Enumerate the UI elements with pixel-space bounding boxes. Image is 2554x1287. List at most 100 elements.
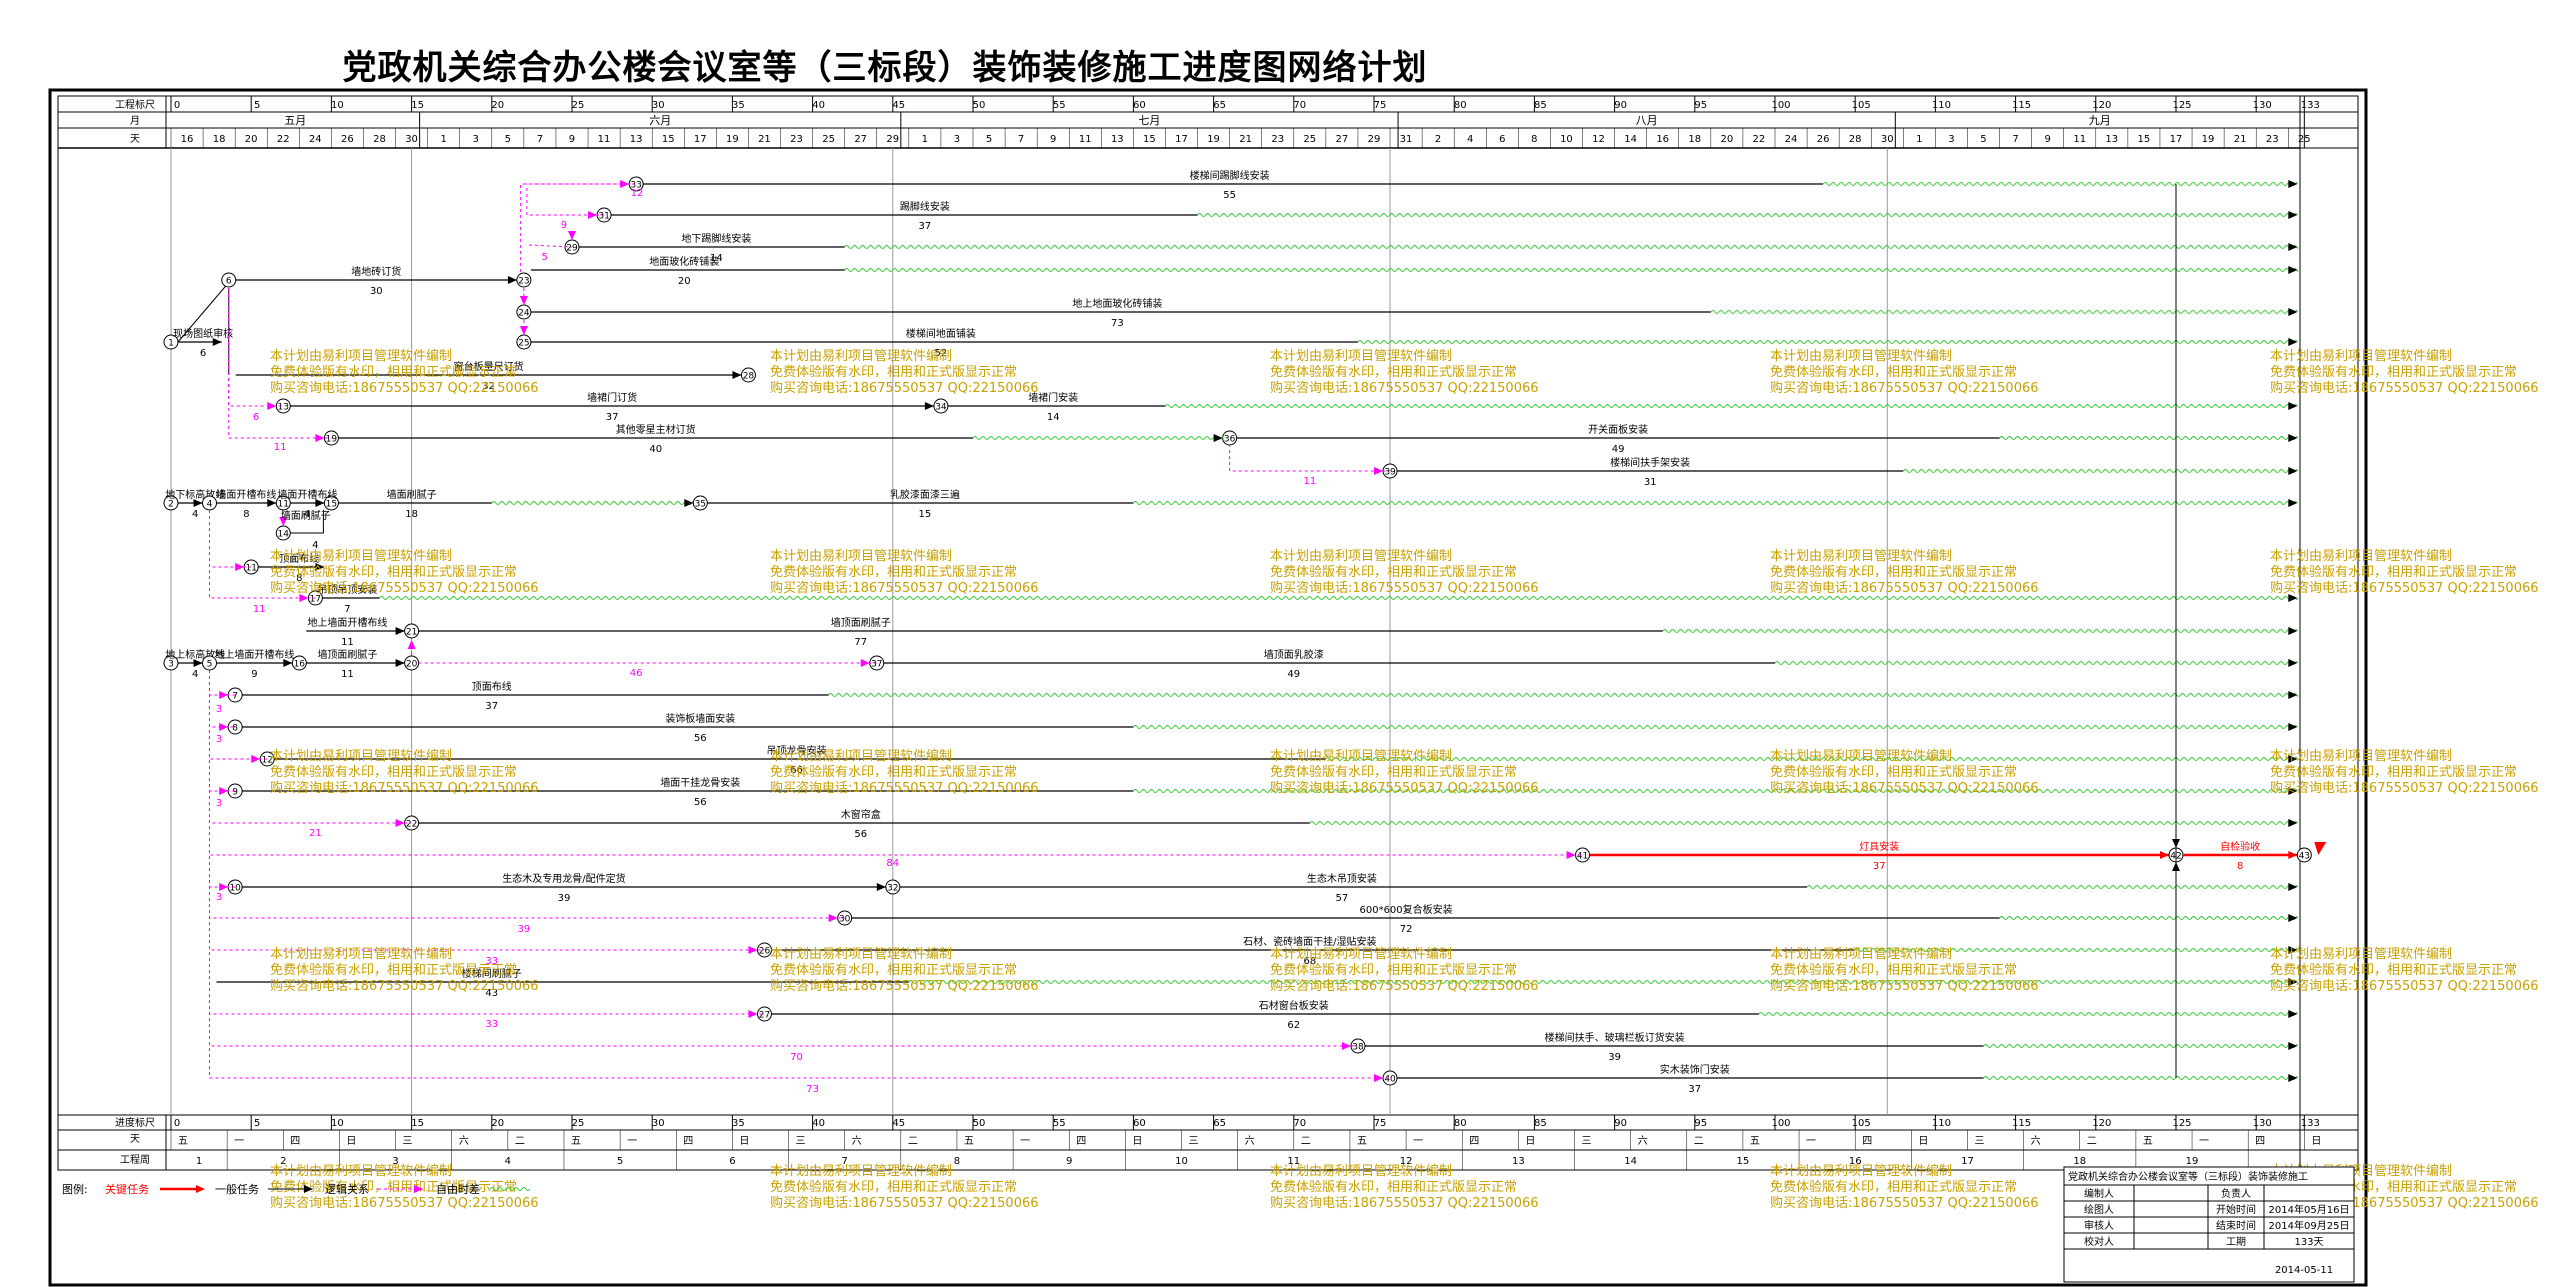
arrow-head bbox=[219, 883, 229, 891]
weekday-cell: 一 bbox=[1806, 1136, 1816, 1147]
weekday-cell: 日 bbox=[739, 1136, 749, 1147]
day-cell: 15 bbox=[662, 134, 675, 145]
arrow-head bbox=[2288, 1074, 2298, 1082]
activity-duration: 39 bbox=[1608, 1052, 1621, 1063]
day-cell: 20 bbox=[245, 134, 258, 145]
progress-tick: 90 bbox=[1614, 1118, 1627, 1129]
event-number: 31 bbox=[598, 212, 609, 222]
day-cell: 19 bbox=[2202, 134, 2215, 145]
weekday-cell: 五 bbox=[2143, 1136, 2153, 1147]
watermark-text: 本计划由易利项目管理软件编制 bbox=[1770, 1164, 1952, 1179]
day-cell: 15 bbox=[2138, 134, 2151, 145]
weekday-cell: 三 bbox=[796, 1136, 806, 1147]
arrow-head bbox=[196, 1185, 205, 1193]
watermark-text: 购买咨询电话:18675550537 QQ:22150066 bbox=[1270, 780, 1539, 796]
week-label: 工程周 bbox=[120, 1154, 150, 1166]
watermark-text: 免费体验版有水印，相用和正式版显示正常 bbox=[770, 962, 1017, 978]
watermark-text: 本计划由易利项目管理软件编制 bbox=[270, 749, 452, 764]
arrow-head bbox=[1213, 434, 1223, 442]
progress-tick: 105 bbox=[1852, 1118, 1871, 1129]
watermark-text: 购买咨询电话:18675550537 QQ:22150066 bbox=[1770, 1195, 2039, 1211]
week-cell: 13 bbox=[1512, 1156, 1525, 1167]
activity-duration: 11 bbox=[341, 637, 354, 648]
progress-tick: 50 bbox=[973, 1118, 986, 1129]
activity-duration: 6 bbox=[200, 348, 206, 359]
month-cell: 八月 bbox=[1636, 114, 1658, 127]
dummy-duration: 9 bbox=[561, 220, 567, 231]
progress-tick: 65 bbox=[1213, 1118, 1226, 1129]
event-number: 23 bbox=[518, 277, 529, 287]
event-number: 1 bbox=[168, 339, 174, 349]
activity-duration: 30 bbox=[370, 286, 383, 297]
activity-label: 地上地面玻化砖铺装 bbox=[1072, 297, 1162, 310]
arrow-head bbox=[2288, 243, 2298, 251]
activity-duration: 4 bbox=[192, 509, 198, 520]
day-cell: 23 bbox=[790, 134, 803, 145]
inner-border bbox=[57, 95, 2359, 1171]
arrow-head bbox=[2288, 338, 2298, 346]
event-number: 38 bbox=[1352, 1043, 1364, 1053]
watermark-text: 免费体验版有水印，相用和正式版显示正常 bbox=[1770, 364, 2017, 380]
activity-duration: 37 bbox=[919, 221, 932, 232]
scale-tick: 5 bbox=[254, 100, 260, 111]
day-cell: 19 bbox=[1207, 134, 1220, 145]
month-cell: 九月 bbox=[2089, 114, 2111, 127]
activity-duration: 31 bbox=[1644, 477, 1657, 488]
watermark-text: 免费体验版有水印，相用和正式版显示正常 bbox=[1770, 764, 2017, 780]
arrow-head bbox=[828, 914, 838, 922]
arrow-head bbox=[1341, 1042, 1351, 1050]
watermark-text: 免费体验版有水印，相用和正式版显示正常 bbox=[270, 564, 517, 580]
day-cell: 25 bbox=[1303, 134, 1316, 145]
progress-tick: 80 bbox=[1454, 1118, 1467, 1129]
day-cell: 10 bbox=[1560, 134, 1573, 145]
title-block-project: 党政机关综合办公楼会议室等（三标段）装饰装修施工 bbox=[2068, 1170, 2308, 1183]
arrow-head bbox=[395, 819, 405, 827]
event-number: 14 bbox=[278, 530, 290, 540]
week-cell: 18 bbox=[2073, 1156, 2086, 1167]
progress-tick: 35 bbox=[732, 1118, 745, 1129]
week-cell: 8 bbox=[954, 1156, 960, 1167]
month-label: 月 bbox=[130, 115, 140, 127]
arrow-head bbox=[519, 296, 528, 305]
free-float-line bbox=[1357, 340, 2298, 344]
watermark-text: 免费体验版有水印，相用和正式版显示正常 bbox=[1270, 764, 1517, 780]
scale-tick: 85 bbox=[1534, 100, 1547, 111]
arrow-head bbox=[1566, 851, 1576, 859]
watermark-text: 本计划由易利项目管理软件编制 bbox=[1270, 349, 1452, 364]
activity-duration: 68 bbox=[1303, 956, 1316, 967]
day-cell: 20 bbox=[1720, 134, 1733, 145]
arrow-head bbox=[267, 402, 277, 410]
scale-tick: 110 bbox=[1932, 100, 1951, 111]
week-cell: 1 bbox=[196, 1156, 202, 1167]
activity-label: 墙裙门订货 bbox=[587, 391, 637, 404]
free-float-line bbox=[972, 436, 1224, 440]
arrow-head bbox=[407, 640, 416, 649]
activity-label: 生态木及专用龙骨/配件定货 bbox=[502, 872, 625, 885]
day-cell: 27 bbox=[854, 134, 867, 145]
arrow-head bbox=[414, 1185, 423, 1193]
watermark-text: 本计划由易利项目管理软件编制 bbox=[2270, 549, 2452, 564]
legend-normal: 一般任务 bbox=[215, 1183, 259, 1196]
scale-label: 工程标尺 bbox=[115, 99, 155, 111]
dummy-duration: 11 bbox=[253, 604, 266, 615]
weekday-cell: 二 bbox=[515, 1136, 525, 1147]
progress-tick: 133 bbox=[2301, 1118, 2320, 1129]
activity-label: 墙地砖订货 bbox=[351, 265, 401, 278]
watermark-text: 本计划由易利项目管理软件编制 bbox=[1770, 749, 1952, 764]
arrow-head bbox=[2288, 691, 2298, 699]
day-cell: 30 bbox=[405, 134, 418, 145]
free-float-line bbox=[1999, 916, 2298, 920]
dummy-duration: 6 bbox=[253, 412, 259, 423]
event-number: 39 bbox=[1384, 468, 1396, 478]
week-cell: 19 bbox=[2186, 1156, 2199, 1167]
progress-tick: 45 bbox=[892, 1118, 905, 1129]
free-float-line bbox=[1309, 821, 2298, 825]
watermark-text: 免费体验版有水印，相用和正式版显示正常 bbox=[770, 1179, 1017, 1195]
activity-label: 墙面刷腻子 bbox=[281, 509, 331, 522]
scale-tick: 10 bbox=[331, 100, 344, 111]
day-cell: 25 bbox=[2298, 134, 2311, 145]
day-cell: 23 bbox=[2266, 134, 2279, 145]
watermark-text: 本计划由易利项目管理软件编制 bbox=[770, 947, 952, 962]
activity-label: 实木装饰门安装 bbox=[1660, 1063, 1730, 1076]
scale-tick: 35 bbox=[732, 100, 745, 111]
